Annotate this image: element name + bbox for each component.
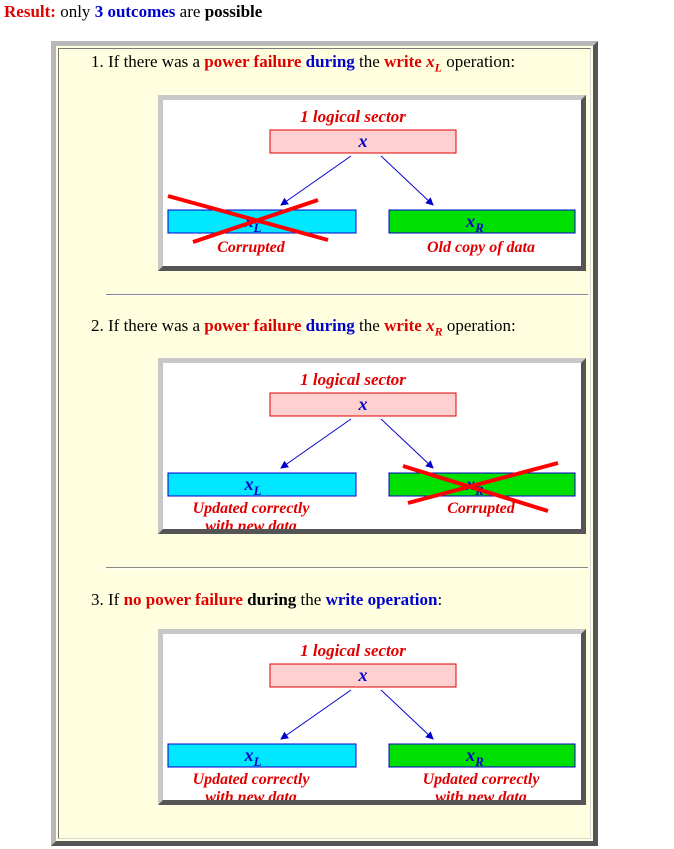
case-3-left-caption-line-1: Updated correctly — [193, 771, 311, 788]
case-1-diagram-svg: 1 logical sector x xL xR Corrupted Old copy o… — [167, 107, 576, 256]
case-2-left-var: xL — [244, 474, 262, 498]
divider-2 — [106, 567, 588, 569]
case-1-write: write — [384, 52, 422, 71]
case-1-right-box — [388, 209, 576, 234]
case-3-right-box — [388, 743, 576, 768]
case-2-power-failure: power failure — [204, 316, 302, 335]
divider-1 — [106, 294, 588, 296]
case-2-during: during — [305, 316, 355, 335]
case-1-var: xL — [426, 52, 442, 75]
case-1-heading: 1. If there was a power failure during t… — [91, 52, 516, 75]
case-1-right-var: xR — [465, 211, 484, 235]
case-2-left-caption-line-2: with new data — [205, 518, 297, 529]
case-1-sector-box — [269, 129, 457, 154]
case-3-intro: 3. If — [91, 590, 124, 609]
case-1-operation: operation: — [441, 52, 516, 71]
case-2-sector-box — [269, 392, 457, 417]
case-1-left-cross-stroke-1 — [167, 194, 329, 242]
case-3-write-operation: write operation — [325, 590, 438, 609]
result-line: Result: only 3 outcomes are possible — [4, 2, 262, 22]
case-1-left-cross-stroke-2 — [192, 198, 319, 244]
case-3-heading: 3. If no power failure during the write … — [91, 590, 443, 609]
result-label: Result: — [4, 2, 56, 21]
case-2-right-cross-stroke-2 — [407, 461, 559, 505]
case-1-intro: 1. If there was a — [91, 52, 205, 71]
case-3-sector-var: x — [358, 665, 368, 685]
case-3-left-var: xL — [244, 745, 262, 769]
case-3-arrow-right — [380, 689, 434, 740]
case-3-during: during — [247, 590, 297, 609]
case-2-heading: 2. If there was a power failure during t… — [91, 316, 516, 339]
case-2-operation: operation: — [442, 316, 516, 335]
case-3-right-var: xR — [465, 745, 484, 769]
case-3-arrow-left — [280, 689, 352, 740]
result-count: 3 outcomes — [94, 2, 176, 21]
case-3-sector-box — [269, 663, 457, 688]
case-1-right-caption-line-1: Old copy of data — [427, 239, 535, 256]
result-text-1: only — [55, 2, 95, 21]
case-2-left-caption-line-1: Updated correctly — [193, 500, 311, 517]
case-2-sector-var: x — [358, 394, 368, 414]
case-3-no-power-failure: no power failure — [123, 590, 243, 609]
case-2-var: xR — [426, 316, 443, 339]
case-1-left-var: xL — [244, 211, 262, 235]
case-1-sector-var: x — [358, 131, 368, 151]
case-1-left-caption-line-1: Corrupted — [217, 239, 286, 256]
case-3-left-box — [167, 743, 357, 768]
case-2-left-box — [167, 472, 357, 497]
case-2-right-cross-stroke-1 — [402, 464, 549, 513]
case-2-sector-label: 1 logical sector — [300, 370, 406, 389]
case-1-during: during — [305, 52, 355, 71]
case-3-right-caption-line-2: with new data — [435, 789, 527, 800]
case-3-sector-label: 1 logical sector — [300, 641, 406, 660]
case-2-arrow-left — [280, 418, 352, 469]
case-1-sector-label: 1 logical sector — [300, 107, 406, 126]
case-2-write: write — [384, 316, 422, 335]
result-text-2: are — [175, 2, 205, 21]
case-2-arrow-right — [380, 418, 434, 469]
case-1-arrow-right — [380, 155, 434, 206]
case-1-diagram: 1 logical sector x xL xR Corrupted Old copy o… — [158, 95, 586, 271]
case-2-right-caption-line-1: Corrupted — [447, 500, 516, 517]
case-1-power-failure: power failure — [204, 52, 302, 71]
result-possible: possible — [204, 2, 263, 21]
case-2-intro: 2. If there was a — [91, 316, 205, 335]
case-1-arrow-left — [280, 155, 352, 206]
case-3-right-caption-line-1: Updated correctly — [423, 771, 541, 788]
case-3-left-caption-line-2: with new data — [205, 789, 297, 800]
case-3-colon: : — [437, 590, 443, 609]
